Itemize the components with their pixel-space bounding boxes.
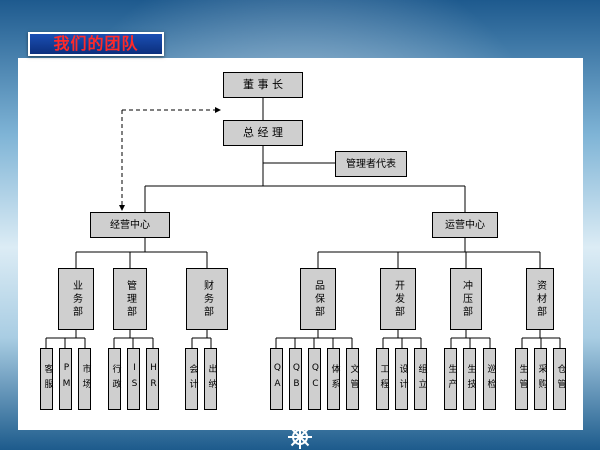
leaf-box: 客服	[40, 348, 53, 410]
slide-title: 我们的团队	[53, 34, 139, 53]
title-bar: 我们的团队	[28, 32, 164, 56]
chairman-box: 董 事 长	[223, 72, 303, 98]
leaf-box: 文管	[346, 348, 359, 410]
leaf-box: 体系	[327, 348, 340, 410]
leaf-box: QB	[289, 348, 302, 410]
leaf-box: 生管	[515, 348, 528, 410]
dept-admin-box: 管理部	[113, 268, 147, 330]
leaf-box: 仓管	[553, 348, 566, 410]
leaf-box: 采购	[534, 348, 547, 410]
leaf-box: 生产	[444, 348, 457, 410]
management-rep-box: 管理者代表	[335, 151, 407, 177]
leaf-box: 生技	[463, 348, 476, 410]
operation-center-box: 运营中心	[432, 212, 498, 238]
dept-stamping-box: 冲压部	[450, 268, 482, 330]
leaf-box: 出纳	[204, 348, 217, 410]
business-center-box: 经营中心	[90, 212, 170, 238]
leaf-box: 巡检	[483, 348, 496, 410]
dept-rd-box: 开发部	[380, 268, 416, 330]
leaf-box: 设计	[395, 348, 408, 410]
dept-finance-box: 财务部	[186, 268, 228, 330]
dept-qa-box: 品保部	[300, 268, 336, 330]
leaf-box: PM	[59, 348, 72, 410]
leaf-box: 市场	[78, 348, 91, 410]
leaf-box: QA	[270, 348, 283, 410]
dept-sales-box: 业务部	[58, 268, 94, 330]
leaf-box: IS	[127, 348, 140, 410]
leaf-box: 会计	[185, 348, 198, 410]
dept-materials-box: 资材部	[526, 268, 554, 330]
general-manager-box: 总 经 理	[223, 120, 303, 146]
leaf-box: 组立	[414, 348, 427, 410]
leaf-box: QC	[308, 348, 321, 410]
leaf-box: HR	[146, 348, 159, 410]
leaf-box: 行政	[108, 348, 121, 410]
ship-wheel-icon	[288, 425, 312, 449]
leaf-box: 工程	[376, 348, 389, 410]
